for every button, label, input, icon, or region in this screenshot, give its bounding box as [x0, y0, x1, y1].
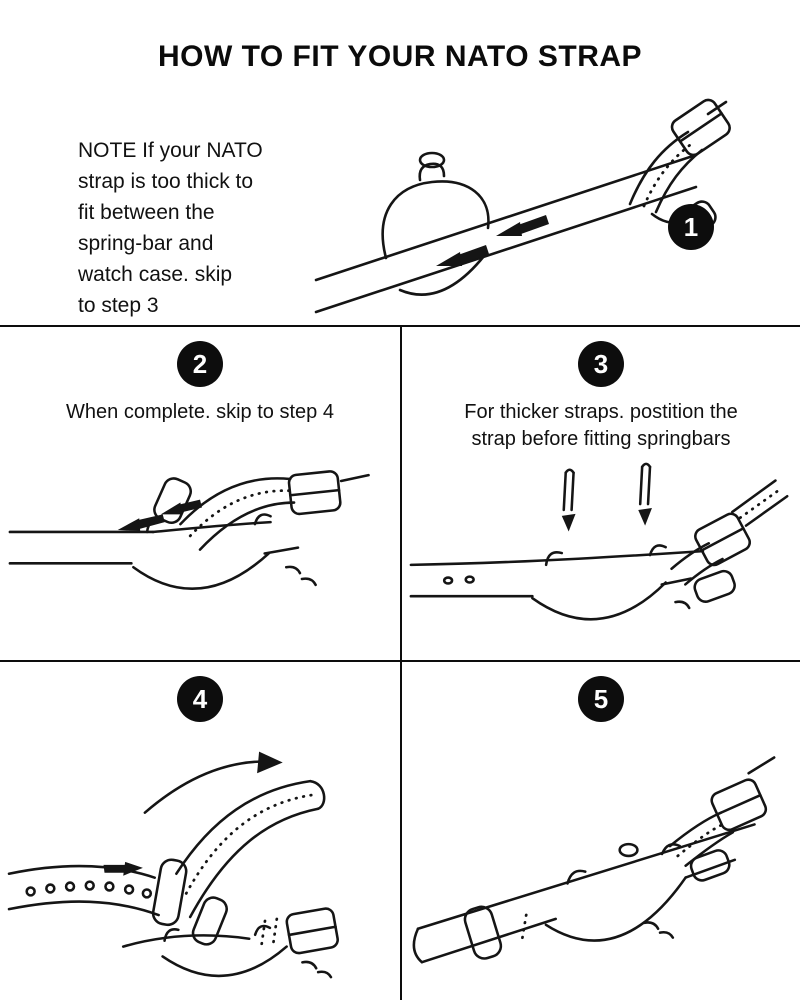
step-4-illustration — [7, 751, 339, 979]
keeper-loop — [463, 905, 503, 960]
arrow-icon — [436, 215, 549, 266]
strap-band — [412, 823, 756, 964]
step-2-panel: 2 When complete. skip to step 4 — [0, 325, 400, 660]
step-1-badge: 1 — [668, 204, 714, 250]
strap-fold — [668, 811, 735, 868]
buckle-icon — [670, 98, 731, 157]
step-3-panel: 3 For thicker straps. postition the stra… — [400, 325, 800, 660]
step-3-badge: 3 — [578, 341, 624, 387]
strap-tip — [731, 479, 789, 527]
keeper-loop-2 — [191, 896, 228, 946]
stitching — [259, 917, 279, 950]
buckle-icon — [285, 907, 339, 955]
arrow-icon — [103, 751, 283, 876]
springbar-bits — [301, 960, 333, 979]
springbar-bits — [284, 565, 317, 587]
buckle-icon — [287, 470, 342, 516]
step-2-illustration — [8, 470, 370, 590]
watch-icon — [381, 151, 490, 296]
step-3-illustration — [409, 462, 789, 621]
step-1-panel: NOTE If your NATO strap is too thick to … — [0, 86, 800, 325]
arrow-icon — [117, 499, 202, 531]
strap-tip — [747, 756, 776, 775]
strap-fold — [175, 779, 326, 919]
step-4-badge: 4 — [177, 676, 223, 722]
step-5-illustration — [412, 756, 776, 964]
step-1-illustration — [314, 98, 731, 314]
springbar-bits — [643, 921, 675, 939]
strap-band — [409, 549, 705, 598]
strap-band — [8, 520, 300, 565]
springbar-bits — [674, 600, 691, 610]
step-2-caption: When complete. skip to step 4 — [66, 401, 334, 423]
strap-band — [7, 864, 160, 917]
keeper-loop-2 — [689, 849, 731, 882]
steps-grid: 2 When complete. skip to step 4 — [0, 325, 800, 1000]
step-5-panel: 5 — [400, 660, 800, 1000]
watch-icon — [531, 544, 667, 621]
watch-icon — [544, 842, 687, 942]
springbar-icon — [561, 462, 652, 532]
step-4-panel: 4 — [0, 660, 400, 1000]
keeper-loop — [151, 858, 188, 927]
step-3-caption: For thicker straps. postition the strap … — [464, 401, 738, 450]
step-5-badge: 5 — [578, 676, 624, 722]
watch-icon — [121, 924, 288, 978]
note-text: NOTE If your NATO strap is too thick to … — [78, 139, 263, 318]
buckle-icon — [694, 512, 751, 567]
strap-band — [314, 153, 698, 314]
strap-tip — [706, 100, 728, 116]
step-2-badge: 2 — [177, 341, 223, 387]
page-title: HOW TO FIT YOUR NATO STRAP — [157, 40, 643, 73]
strap-fold — [670, 542, 724, 586]
strap-tip — [339, 473, 370, 483]
keeper-loop — [693, 569, 736, 603]
strap-fold — [179, 477, 296, 551]
buckle-icon — [710, 778, 768, 832]
